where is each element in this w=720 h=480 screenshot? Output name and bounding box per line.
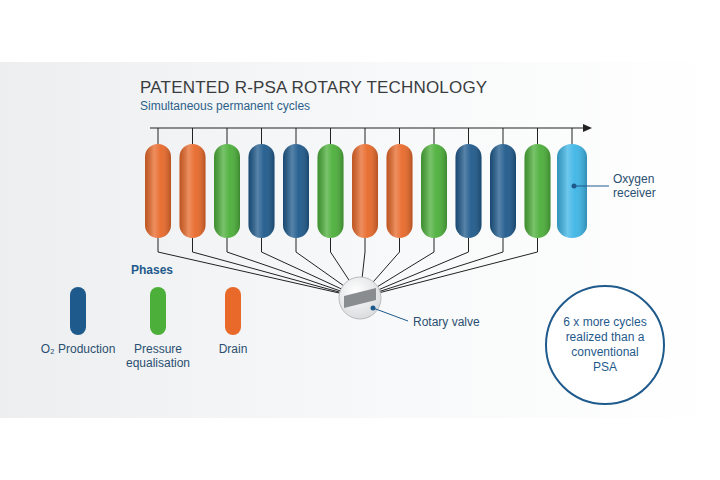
legend-swatch [150,287,166,335]
adsorber-cylinder [180,144,206,238]
pipe [380,236,537,293]
adsorber-cylinder [318,144,344,238]
adsorber-cylinder [525,144,551,238]
subtitle: Simultaneous permanent cycles [140,99,310,113]
pipe [434,128,435,146]
cylinder-shading [180,144,206,238]
pipe [572,128,573,146]
adsorber-cylinder [352,144,378,238]
pipe [227,236,340,291]
adsorber-cylinder [249,144,275,238]
legend-swatch [225,287,241,335]
cylinder-shading [525,144,551,238]
cylinder-shading [318,144,344,238]
adsorber-cylinder [214,144,240,238]
oxygen-receiver [557,144,587,238]
flow-arrowhead [583,124,592,132]
cylinder-shading [214,144,240,238]
pipe [378,236,434,287]
legend-text: Drain [194,342,272,356]
pipe [373,236,399,282]
cylinder-shading [557,144,587,238]
rotary-valve [339,277,381,319]
pipe [362,236,365,277]
pipe [330,128,331,146]
pipe [261,128,262,146]
adsorber-cylinder [490,144,516,238]
adsorber-cylinder [456,144,482,238]
leader-line [373,308,408,321]
legend-swatch [70,287,86,335]
pipe [365,128,366,146]
adsorber-cylinder [387,144,413,238]
pipe [158,236,340,293]
cylinder-shading [145,144,171,238]
legend-text: Pressure equalisation [119,342,197,371]
callout-label: Rotary valve [413,315,480,329]
pipe [468,128,469,146]
pipe [158,128,159,146]
adsorber-cylinder [283,144,309,238]
callout-text: 6 x more cycles realized than a conventi… [562,315,648,375]
cylinder-shading [283,144,309,238]
adsorber-cylinder [421,144,447,238]
pipe [193,236,340,292]
pipe [192,128,193,146]
pipe [331,236,350,280]
cylinder-shading [490,144,516,238]
legend-text: O₂ Production [39,342,117,356]
pipe [296,128,297,146]
adsorber-cylinder [145,144,171,238]
pipe [537,128,538,146]
legend-heading: Phases [131,263,173,277]
pipe [399,128,400,146]
cylinder-shading [421,144,447,238]
leader-dot [572,184,577,189]
valve-rotor [344,288,376,308]
callout-circle: 6 x more cycles realized than a conventi… [545,285,665,405]
panel [0,62,720,418]
pipe [380,236,503,291]
cylinder-shading [352,144,378,238]
pipe [503,128,504,146]
cylinder-shading [387,144,413,238]
manifold-line [150,127,584,128]
cylinder-shading [456,144,482,238]
callout-label: Oxygen receiver [613,172,683,201]
pipe [262,236,342,289]
title: PATENTED R-PSA ROTARY TECHNOLOGY [140,78,487,98]
leader-dot [371,306,376,311]
cylinder-shading [249,144,275,238]
pipe [227,128,228,146]
leader-line [574,186,609,187]
